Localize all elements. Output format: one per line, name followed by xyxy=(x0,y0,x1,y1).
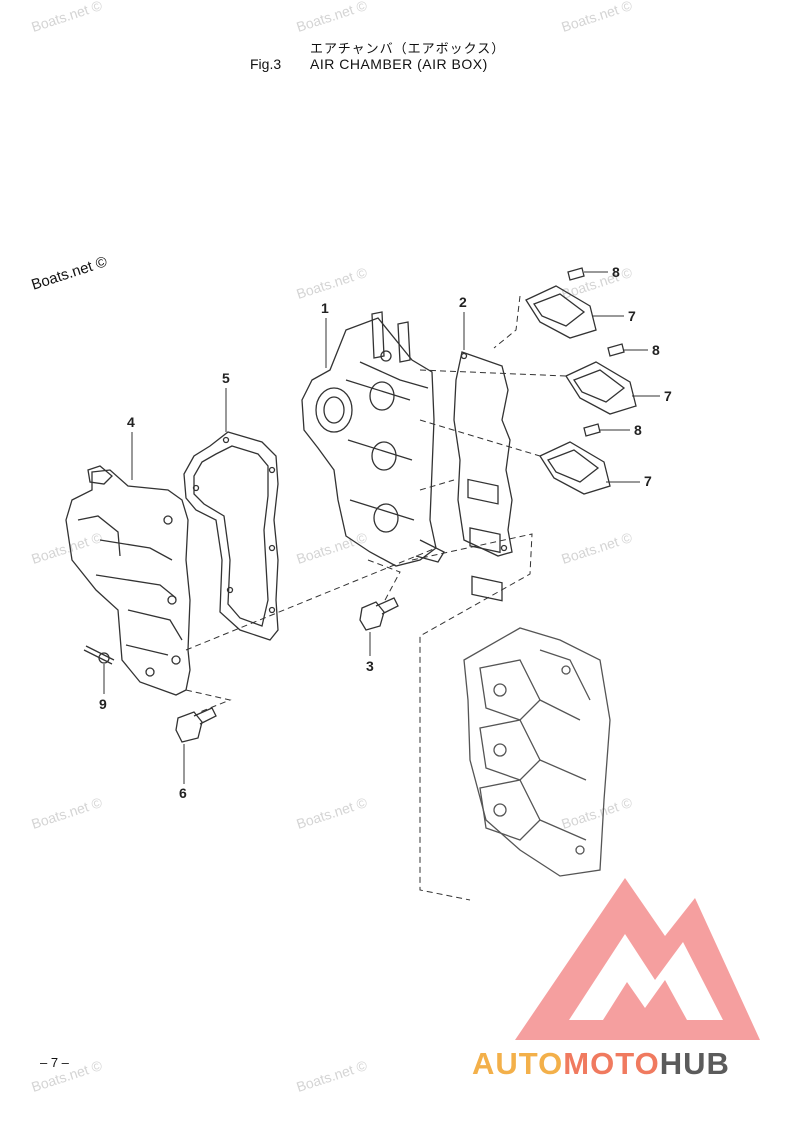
callout-3: 3 xyxy=(366,658,374,674)
air-chamber-cover-part4 xyxy=(65,465,191,696)
callout-8-top: 8 xyxy=(612,264,620,280)
intake-manifold-part1 xyxy=(301,311,445,567)
screws-part8 xyxy=(567,267,625,437)
automotohub-logo-text: AUTOMOTOHUB xyxy=(472,1046,730,1082)
crankcase-block xyxy=(463,627,611,877)
reed-valve-part7-top xyxy=(525,285,597,339)
drain-plug-part3 xyxy=(359,597,399,631)
reed-valve-part7-bottom xyxy=(539,441,611,495)
page-number: – 7 – xyxy=(40,1055,69,1070)
reed-plate-gasket-part2 xyxy=(453,351,513,602)
logo-text-part1: AUTO xyxy=(472,1046,564,1081)
callout-8-middle: 8 xyxy=(652,342,660,358)
callout-2: 2 xyxy=(459,294,467,310)
figure-title: AIR CHAMBER (AIR BOX) xyxy=(310,56,488,72)
callout-7-middle: 7 xyxy=(664,388,672,404)
gasket-part5 xyxy=(183,431,279,641)
bolt-part9 xyxy=(83,645,115,665)
callout-5: 5 xyxy=(222,370,230,386)
callout-7-bottom: 7 xyxy=(644,473,652,489)
logo-text-part3: HUB xyxy=(659,1046,730,1081)
reed-valve-part7-middle xyxy=(565,361,637,415)
callout-1: 1 xyxy=(321,300,329,316)
callout-7-top: 7 xyxy=(628,308,636,324)
callout-4: 4 xyxy=(127,414,135,430)
automotohub-logo-icon xyxy=(515,878,760,1040)
figure-label: Fig.3 xyxy=(250,56,282,72)
drain-plug-part6 xyxy=(175,707,217,743)
title-japanese: エアチャンバ（エアボックス） xyxy=(310,42,506,57)
callout-8-bottom: 8 xyxy=(634,422,642,438)
callout-6: 6 xyxy=(179,785,187,801)
callout-9: 9 xyxy=(99,696,107,712)
logo-text-part2: MOTO xyxy=(563,1046,660,1081)
